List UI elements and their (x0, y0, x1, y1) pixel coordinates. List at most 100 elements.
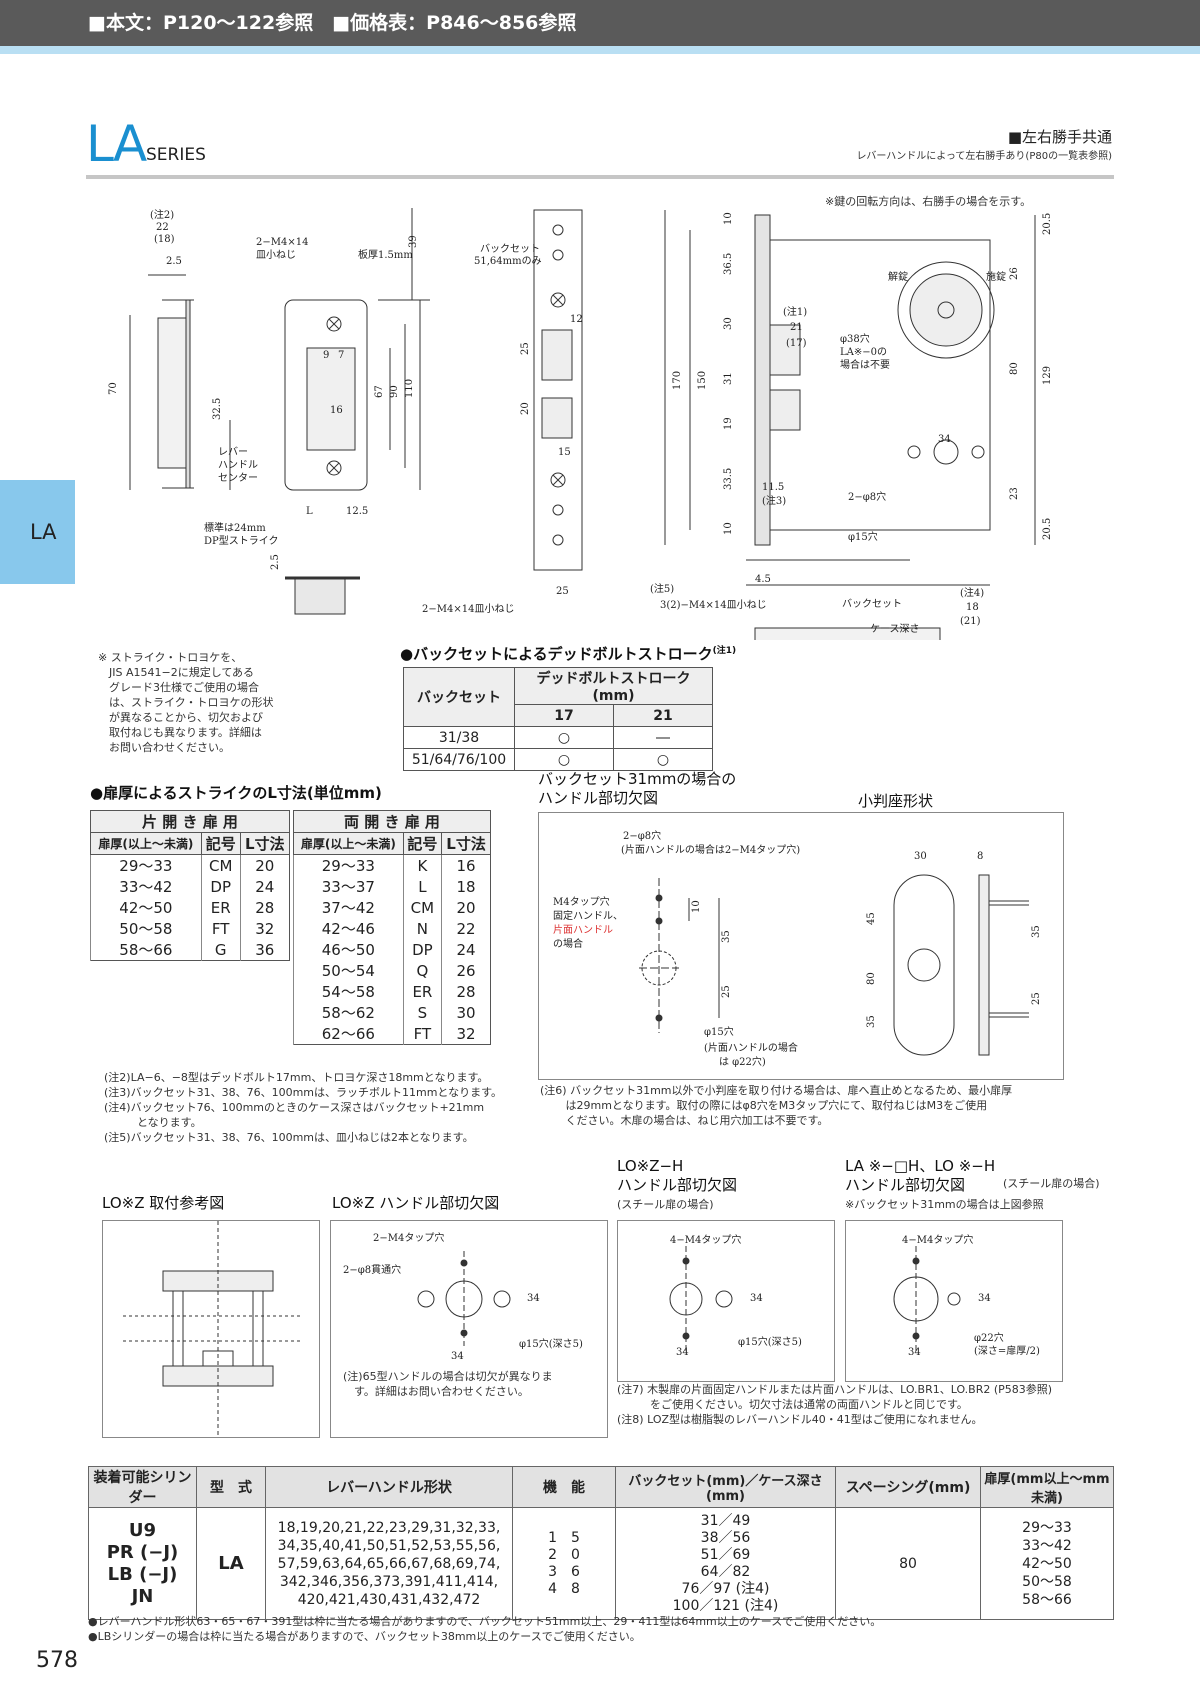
svg-text:150: 150 (697, 371, 708, 390)
svg-text:2−φ8穴: 2−φ8穴 (623, 829, 661, 842)
function: 4 8 (548, 1580, 580, 1597)
note-line: (注4)バックセット76、100mmのときのケース深さはバックセット+21mm (104, 1101, 485, 1114)
model-cell: LA (196, 1507, 266, 1620)
svg-text:φ38穴: φ38穴 (840, 332, 870, 345)
table-row: 31/38 ○ ― (403, 726, 714, 749)
svg-text:(注1): (注1) (783, 305, 807, 318)
svg-text:34: 34 (938, 434, 951, 445)
note-line: (注5)バックセット31、38、76、100mmは、皿小ねじは2本となります。 (104, 1131, 474, 1144)
svg-text:67: 67 (374, 385, 385, 398)
svg-text:2−M4×14: 2−M4×14 (256, 237, 308, 248)
lozh-frame: 4−M4タップ穴 34 34 φ15穴(深さ5) (617, 1220, 835, 1382)
loz-cut-label: 34 (451, 1351, 464, 1361)
svg-text:φ15穴: φ15穴 (848, 530, 878, 543)
note-line: (注7) 木製扉の片面固定ハンドルまたは片面ハンドルは、LO.BR1、LO.BR… (617, 1383, 1053, 1396)
cylinder: U9 (128, 1519, 157, 1541)
svg-text:2−φ8穴: 2−φ8穴 (848, 490, 886, 503)
deadbolt-sub-17: 17 (514, 704, 614, 727)
svg-text:(片面ハンドルの場合は2−M4タップ穴): (片面ハンドルの場合は2−M4タップ穴) (621, 843, 800, 856)
cell: 62〜66 (293, 1023, 404, 1045)
col-header: 扉厚(以上〜未満) (293, 832, 404, 855)
col-header: 記号 (200, 832, 241, 855)
cell: CM (200, 854, 241, 876)
svg-text:レバー: レバー (218, 446, 248, 458)
table-row: 51/64/76/100 ○ ○ (403, 748, 714, 771)
svg-text:80: 80 (866, 972, 877, 985)
svg-text:(片面ハンドルの場合: (片面ハンドルの場合 (704, 1041, 798, 1054)
lozh-label: φ15穴(深さ5) (738, 1335, 802, 1348)
lah-label: 4−M4タップ穴 (902, 1233, 973, 1246)
function: 1 5 (548, 1529, 580, 1546)
footnotes: ●レバーハンドル形状63・65・67・391型は枠に当たる場合がありますので、バ… (88, 1614, 1118, 1644)
svg-text:(17): (17) (786, 338, 807, 349)
loz-cut-label: 2−φ8貫通穴 (343, 1263, 401, 1276)
loz-ref-drawing (123, 1221, 303, 1437)
cell: 42〜46 (293, 918, 404, 939)
note-line: となります。 (104, 1116, 202, 1129)
table-row: U9 PR (−J) LB (−J) JN LA 18,19,20,21,22,… (88, 1507, 1114, 1620)
cell: ○ (514, 748, 614, 771)
cylinder: JN (131, 1585, 154, 1607)
cylinder: LB (−J) (107, 1563, 178, 1585)
cell: 18 (441, 876, 491, 897)
header-bar (0, 0, 1200, 46)
cell: DP (402, 939, 442, 960)
svg-text:51,64mmのみ: 51,64mmのみ (474, 256, 542, 267)
cylinder-outer (897, 261, 995, 359)
notes-left: (注2)LA−6、−8型はデッドボルト17mm、トロヨケ深さ18mmとなります。… (104, 1070, 524, 1145)
svg-text:バックセット: バックセット (842, 598, 902, 610)
svg-text:23: 23 (1009, 487, 1020, 500)
svg-text:固定ハンドル、: 固定ハンドル、 (553, 909, 623, 922)
deadbolt-col-backset: バックセット (403, 667, 515, 727)
cell: 32 (441, 1023, 491, 1045)
lah-sub: (スチール扉の場合) (1003, 1177, 1100, 1190)
spec-col-header: 型 式 (196, 1466, 266, 1508)
col-header: 扉厚(以上〜未満) (90, 832, 202, 855)
strike-table-title: ●扉厚によるストライクのL寸法(単位mm) (90, 784, 382, 802)
svg-text:の場合: の場合 (553, 937, 583, 950)
lozh-title: LO※Z−H ハンドル部切欠図 (617, 1157, 738, 1194)
lozh-label: 34 (750, 1293, 763, 1304)
cell: 28 (441, 981, 491, 1002)
svg-text:110: 110 (404, 379, 415, 398)
cell: DP (200, 876, 241, 897)
svg-text:12: 12 (570, 314, 583, 325)
backset: 31／49 (700, 1512, 751, 1529)
note-line: をご使用ください。切欠寸法は通常の両面ハンドルと同じです。 (617, 1398, 968, 1411)
svg-text:皿小ねじ: 皿小ねじ (256, 249, 296, 261)
cell: 51/64/76/100 (403, 748, 515, 771)
cell: ― (612, 726, 714, 749)
loz-cut-label: 2−M4タップ穴 (373, 1231, 444, 1244)
svg-text:35: 35 (1031, 925, 1042, 938)
note6: (注6) バックセット31mm以外で小判座を取り付ける場合は、扉へ直止めとなるた… (540, 1084, 1013, 1127)
cell: 30 (441, 1002, 491, 1023)
cell: 31/38 (403, 726, 515, 749)
header-reference: ■本文：P120〜122参照 ■価格表：P846〜856参照 (88, 12, 577, 34)
lah-label: φ22穴 (974, 1331, 1004, 1344)
cell: 58〜62 (293, 1002, 404, 1023)
lever-line: 57,59,63,64,65,66,67,68,69,74, (277, 1555, 501, 1572)
series-divider (86, 175, 1114, 179)
deadbolt-shape (754, 627, 941, 640)
lah-drawing: 4−M4タップ穴 34 34 φ22穴 (深さ=扉厚/2) (893, 1233, 1040, 1358)
svg-text:19: 19 (723, 417, 734, 430)
spec-col-header: バックセット(mm)／ケース深さ(mm) (615, 1466, 836, 1508)
cell: 36 (239, 939, 290, 961)
lever-line: 342,346,356,373,391,411,414, (279, 1573, 499, 1590)
svg-text:90: 90 (389, 385, 400, 398)
deadbolt-title-note: (注1) (712, 646, 737, 656)
cutout-frame: 2−φ8穴 (片面ハンドルの場合は2−M4タップ穴) M4タップ穴 固定ハンドル… (538, 812, 1064, 1080)
svg-text:ケース深さ: ケース深さ (870, 623, 920, 635)
svg-text:25: 25 (1031, 992, 1042, 1005)
backset: 38／56 (700, 1529, 751, 1546)
svg-text:(18): (18) (154, 234, 175, 245)
strike-side-body (157, 317, 187, 469)
spec-col-header: 扉厚(mm以上〜mm未満) (980, 1466, 1114, 1508)
backset-cell: 31／49 38／56 51／69 64／82 76／97 (注4) 100／1… (615, 1507, 836, 1620)
svg-text:LA※−0の: LA※−0の (840, 347, 887, 358)
note-line: (注8) LOZ型は樹脂製のレバーハンドル40・41型はご使用になれません。 (617, 1413, 983, 1426)
